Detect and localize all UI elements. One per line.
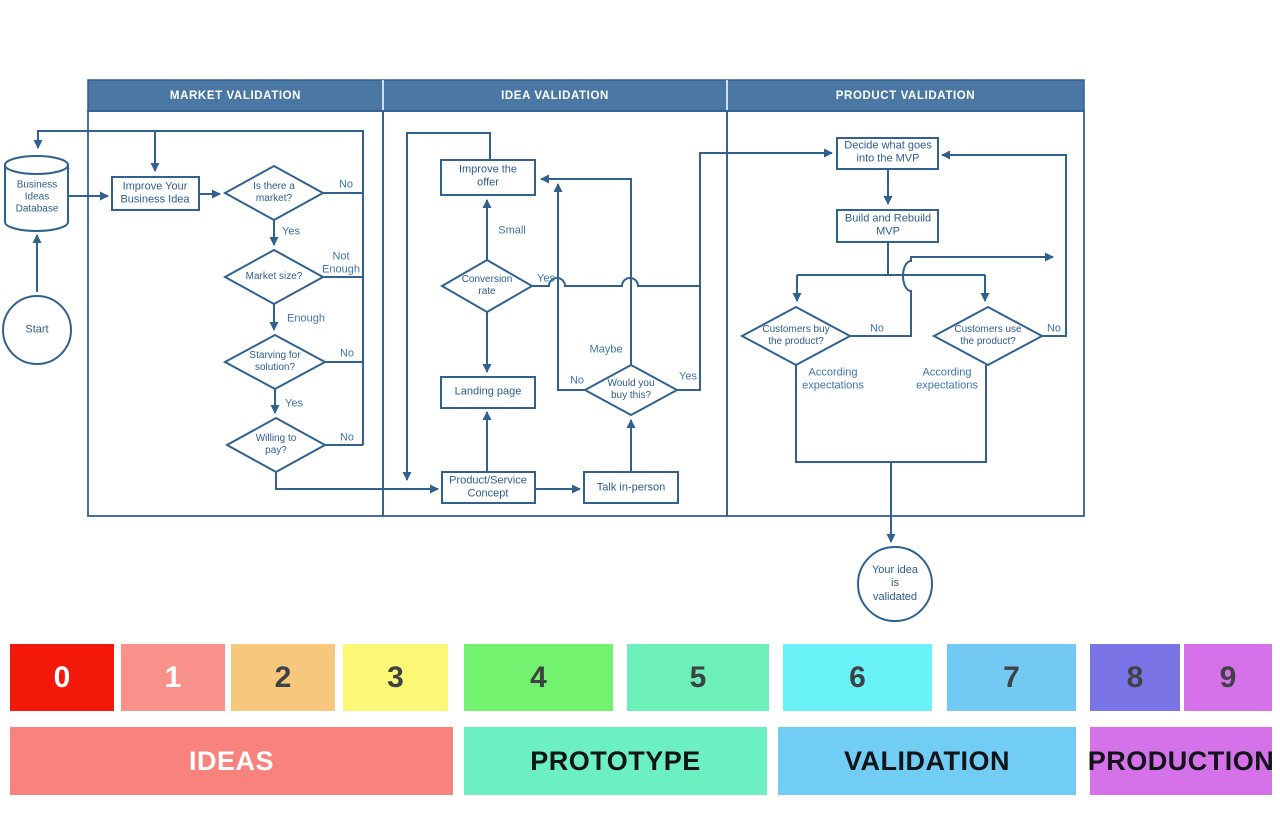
edge-label-customers-use-no: No [1046,322,1062,335]
edge-label-pay-no: No [339,431,355,444]
edge-pay-yes-to-concept [275,472,439,494]
database-cylinder-body [4,165,69,232]
node-label-market-size: Market size? [245,270,303,282]
step-box-3: 3 [343,644,448,711]
lane-title-product-validation: PRODUCT VALIDATION [835,89,976,102]
node-label-landing-page: Landing page [454,385,522,398]
step-box-1: 1 [121,644,225,711]
edge-would-buy-no [553,183,585,391]
build-rebuild-mvp-box [836,209,939,243]
edge-improve-offer-loop [402,132,491,481]
decide-mvp-box [836,137,939,170]
step-box-7: 7 [947,644,1076,711]
edge-customers-use-no-loop [941,150,1067,337]
edge-would-buy-maybe [540,174,632,365]
node-label-idea-validated: Your idea is validated [871,563,919,603]
landing-page-box [440,376,536,409]
node-label-product-service-concept: Product/Service Concept [449,474,527,500]
phase-bar-production: PRODUCTION [1088,727,1274,795]
node-label-customers-use: Customers use the product? [954,323,1022,347]
is-there-a-market-diamond [222,164,326,222]
edge-label-not-enough: Not Enough [322,250,360,275]
edge-label-customers-buy-no: No [869,322,885,335]
improve-the-offer-box [440,159,536,196]
step-box-5: 5 [627,644,769,711]
node-label-build-rebuild-mvp: Build and Rebuild MVP [844,212,932,238]
node-label-conversion-rate: Conversion rate [461,273,513,297]
edge-label-according-right: According expectations [916,366,978,391]
node-label-starving-for-solution: Starving for solution? [249,349,301,373]
step-box-6: 6 [783,644,932,711]
phase-bar-ideas: IDEAS [10,727,453,795]
node-label-start: Start [25,323,49,336]
step-box-8: 8 [1090,644,1180,711]
conversion-rate-diamond [440,258,534,314]
edge-label-market-no: No [338,178,354,191]
customers-buy-diamond [739,305,853,367]
edge-label-conversion-yes: Yes [537,272,555,285]
market-size-diamond [222,248,326,306]
edge-conversion-yes [532,277,700,287]
step-box-0: 0 [10,644,114,711]
edge-label-buy-this-no: No [569,374,585,387]
lane-containers [87,110,1085,517]
edge-would-buy-yes-to-decide [677,148,833,391]
customers-use-diamond [931,305,1045,367]
edge-label-starving-yes: Yes [285,397,303,410]
edge-label-small: Small [498,224,526,237]
phase-bar-validation: VALIDATION [778,727,1076,795]
node-label-business-ideas-database: Business Ideas Database [15,179,59,216]
lane-product-validation [726,110,1085,517]
lane-title-idea-validation: IDEA VALIDATION [501,89,609,102]
phase-bar-prototype: PROTOTYPE [464,727,767,795]
would-you-buy-this-diamond [582,363,680,417]
node-label-customers-buy: Customers buy the product? [762,323,830,347]
talk-in-person-box [583,471,679,504]
step-box-9: 9 [1184,644,1272,711]
node-label-decide-mvp: Decide what goes into the MVP [844,139,932,165]
lane-header-bar [87,79,1085,112]
step-box-2: 2 [231,644,335,711]
edge-label-market-yes: Yes [282,225,300,238]
node-label-improve-the-offer: Improve the offer [458,163,518,189]
edge-label-starving-no: No [339,347,355,360]
edge-label-buy-this-yes: Yes [679,370,697,383]
node-label-improve-your-business-idea: Improve Your Business Idea [120,180,190,206]
shapes [2,137,1045,622]
edge-label-enough: Enough [287,312,325,325]
willing-to-pay-diamond [224,416,328,474]
idea-validated-circle [857,546,933,622]
node-label-is-there-a-market: Is there a market? [253,180,295,204]
edge-customers-buy-no-loop [850,252,1054,337]
node-label-would-you-buy-this: Would you buy this? [607,377,655,401]
flowchart-canvas [2,79,1085,622]
improve-idea-box [111,176,200,211]
edge-no-trunk-to-database [33,130,364,445]
step-box-4: 4 [464,644,613,711]
lane-market-validation [87,110,384,517]
database-cylinder-top [4,155,69,175]
lane-title-market-validation: MARKET VALIDATION [169,89,302,102]
edge-label-maybe: Maybe [589,343,623,356]
node-label-willing-to-pay: Willing to pay? [255,432,297,456]
start-circle [2,295,72,365]
connectors [32,130,1067,543]
lane-idea-validation [382,110,728,517]
edge-label-according-left: According expectations [802,366,864,391]
product-service-concept-box [441,471,536,504]
node-label-talk-in-person: Talk in-person [596,481,666,494]
starving-for-solution-diamond [222,333,328,391]
